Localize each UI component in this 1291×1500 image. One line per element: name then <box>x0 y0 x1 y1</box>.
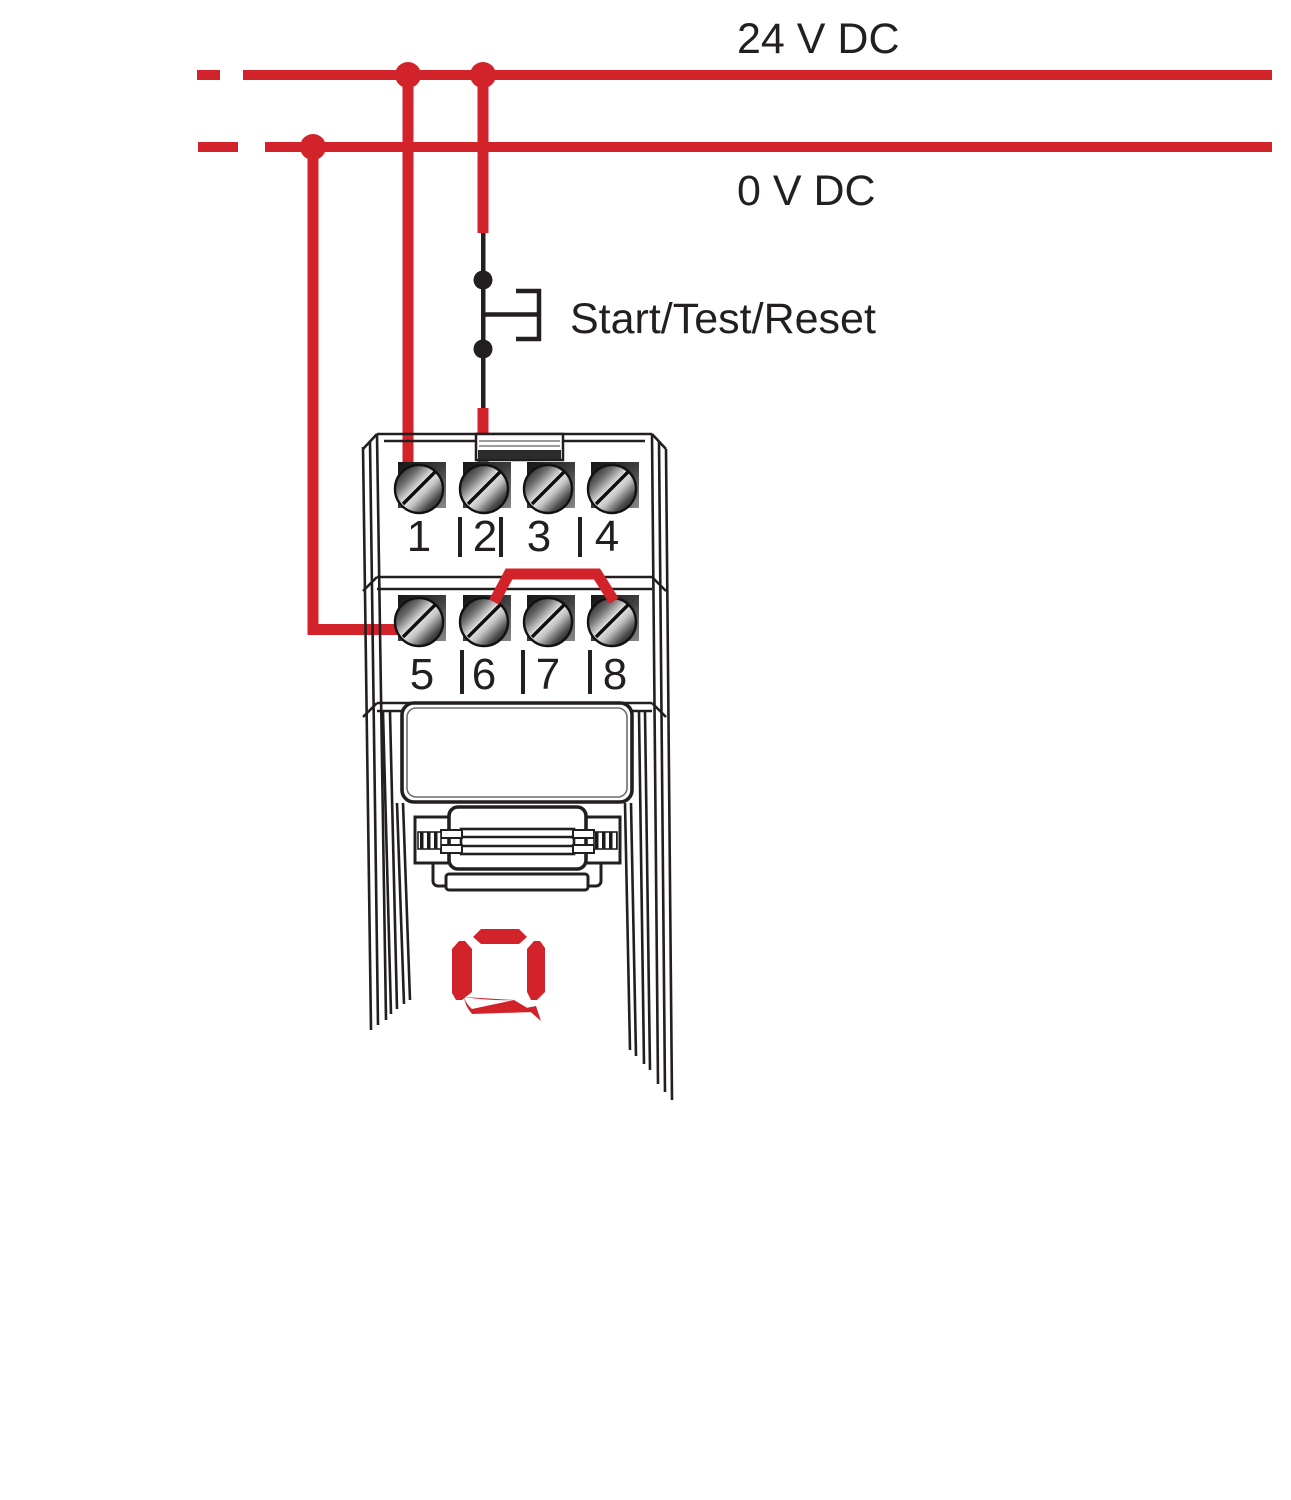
terminal-1 <box>393 462 446 515</box>
terminal-3 <box>522 462 575 515</box>
switch-contact-dot-lower <box>473 339 493 359</box>
switch-label: Start/Test/Reset <box>570 295 876 343</box>
switch-wire <box>481 230 486 412</box>
device-housing-edges <box>361 432 674 1101</box>
wire-0v-to-terminal-5-horizontal <box>307 624 401 635</box>
rail-0v-label: 0 V DC <box>737 167 876 215</box>
terminal-4 <box>586 462 639 515</box>
wire-24v-to-terminal-1 <box>402 73 414 467</box>
segment-tail <box>526 1006 541 1021</box>
terminal-label-2: 2 <box>473 512 497 561</box>
terminal-7 <box>522 595 575 648</box>
latch-screw-left <box>417 831 442 850</box>
terminal-label-5: 5 <box>410 650 434 699</box>
terminal-block-bottom: 5 6 7 8 <box>393 595 639 699</box>
latch-slider <box>459 827 576 856</box>
terminal-label-1: 1 <box>407 512 431 561</box>
segment-right <box>527 941 545 1000</box>
terminal-8 <box>586 595 639 648</box>
segment-left <box>452 941 472 1000</box>
latch-lower-lip <box>444 872 590 892</box>
safety-relay-device: 1 2 3 4 <box>361 432 674 1101</box>
terminal-block-top: 1 2 3 4 <box>393 462 639 561</box>
terminal-label-8: 8 <box>603 650 627 699</box>
terminal-5 <box>393 595 446 648</box>
pushbutton-actuator-icon <box>516 288 542 342</box>
junction-dot-0v <box>300 134 326 160</box>
wire-24v-to-switch <box>477 73 489 233</box>
seven-segment-display <box>452 929 545 1021</box>
terminal-labels-top: 1 2 3 4 <box>407 512 619 561</box>
latch-screw-right <box>593 831 618 850</box>
terminal-label-7: 7 <box>536 650 560 699</box>
power-rails: 24 V DC 0 V DC <box>197 15 1272 215</box>
junction-dot-24v-terminal1 <box>395 62 421 88</box>
terminal-label-4: 4 <box>595 512 619 561</box>
rail-24v-dash <box>197 70 220 80</box>
top-slot <box>474 432 565 462</box>
wire-0v-to-terminal-5-vertical <box>307 145 319 635</box>
rail-0v-line <box>265 142 1272 152</box>
terminal-labels-bottom: 5 6 7 8 <box>410 650 627 699</box>
start-test-reset-switch: Start/Test/Reset <box>473 270 876 359</box>
segment-bottom-swoosh <box>464 997 534 1014</box>
rail-24v-line <box>243 70 1272 80</box>
segment-top <box>473 929 527 944</box>
terminal-6 <box>458 595 511 648</box>
supply-wires <box>300 62 496 635</box>
switch-contact-dot-upper <box>473 270 493 290</box>
label-window <box>400 701 634 804</box>
din-rail-latch <box>413 805 622 892</box>
junction-dot-24v-switch <box>470 62 496 88</box>
terminal-label-3: 3 <box>527 512 551 561</box>
rail-0v-dash <box>198 142 238 152</box>
terminal-2 <box>458 462 511 515</box>
terminal-label-6: 6 <box>472 650 496 699</box>
jumper-wire-6-8 <box>489 568 619 605</box>
rail-24v-label: 24 V DC <box>737 15 900 63</box>
